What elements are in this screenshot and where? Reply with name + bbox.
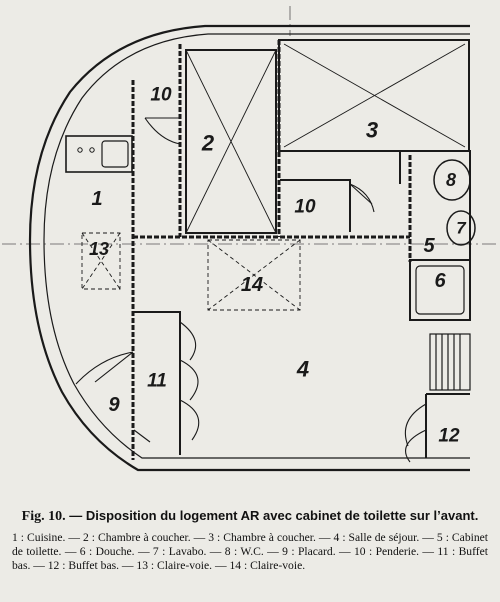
door-leaf-buffet — [133, 429, 151, 443]
washbasin — [446, 210, 476, 246]
door-arc-9 — [75, 351, 134, 385]
caption-title: Fig. 10. — Disposition du logement AR av… — [12, 508, 488, 525]
solid-walls — [133, 39, 471, 458]
room-label-12: 12 — [438, 426, 460, 447]
wardrobe10-wall — [280, 179, 351, 232]
shower — [409, 259, 471, 321]
door-arc-11b — [179, 359, 199, 401]
room-label-4: 4 — [296, 357, 309, 382]
bedroom2-cross-b — [185, 49, 277, 234]
stairs — [429, 333, 471, 391]
room-label-3: 3 — [366, 118, 378, 143]
figure-label: Fig. 10. — [21, 509, 66, 524]
stairs-frame — [429, 333, 471, 391]
claire-voie-marks — [81, 232, 301, 311]
room-numbers: 1 2 3 4 5 6 7 8 9 10 10 11 12 13 14 — [89, 85, 467, 447]
figure-title: — Disposition du logement AR avec cabine… — [69, 508, 479, 523]
sink-basin — [101, 140, 129, 168]
center-lines — [2, 6, 498, 245]
claire-voie-14-cross-b — [207, 239, 301, 311]
room-label-6: 6 — [434, 270, 446, 292]
buffet11-wall — [133, 311, 181, 455]
sink-tap-2 — [89, 147, 95, 153]
door-arc-12a — [404, 403, 427, 447]
floor-plan: 1 2 3 4 5 6 7 8 9 10 10 11 12 13 14 — [2, 6, 498, 472]
wc-bowl — [433, 159, 471, 201]
door-arc-11c — [179, 399, 200, 441]
room-label-14: 14 — [241, 274, 263, 296]
claire-voie-13-cross-b — [81, 232, 121, 290]
door-arc-12b — [405, 429, 427, 463]
door-leaf-9 — [94, 351, 134, 383]
room-label-2: 2 — [201, 131, 215, 156]
shower-tray — [409, 259, 471, 321]
claire-voie-13-cross-a — [81, 232, 121, 290]
sink-counter — [65, 135, 133, 173]
room-label-5: 5 — [423, 235, 435, 257]
hull-inner-outline — [43, 33, 470, 459]
fixtures — [433, 159, 476, 246]
bedroom2-box — [185, 49, 277, 234]
sink — [65, 135, 133, 173]
claire-voie-14 — [207, 239, 301, 311]
figure-caption: Fig. 10. — Disposition du logement AR av… — [12, 508, 488, 573]
room-label-13: 13 — [89, 239, 109, 259]
door-arc-11a — [179, 321, 197, 361]
door-leaf-10b — [349, 183, 373, 205]
partition-walls — [131, 40, 412, 460]
room-label-9: 9 — [108, 394, 120, 416]
caption-legend: 1 : Cuisine. — 2 : Chambre à coucher. — … — [12, 531, 488, 572]
room-label-10-lower: 10 — [294, 197, 316, 218]
room-label-1: 1 — [91, 188, 102, 210]
room-label-8: 8 — [446, 170, 456, 190]
toilet-wall — [400, 150, 471, 268]
claire-voie-13 — [81, 232, 121, 290]
sink-tap — [77, 147, 83, 153]
room-label-10-upper: 10 — [150, 85, 172, 106]
door-arc-10b — [349, 183, 375, 213]
hull-outline — [28, 24, 470, 472]
room-label-11: 11 — [147, 371, 167, 392]
x-marks — [185, 43, 466, 234]
bedroom3-cross-b — [283, 43, 466, 148]
room-label-7: 7 — [456, 219, 467, 238]
door-swings — [75, 117, 427, 463]
shower-inner — [415, 265, 465, 315]
door-arc-10a — [144, 117, 181, 145]
